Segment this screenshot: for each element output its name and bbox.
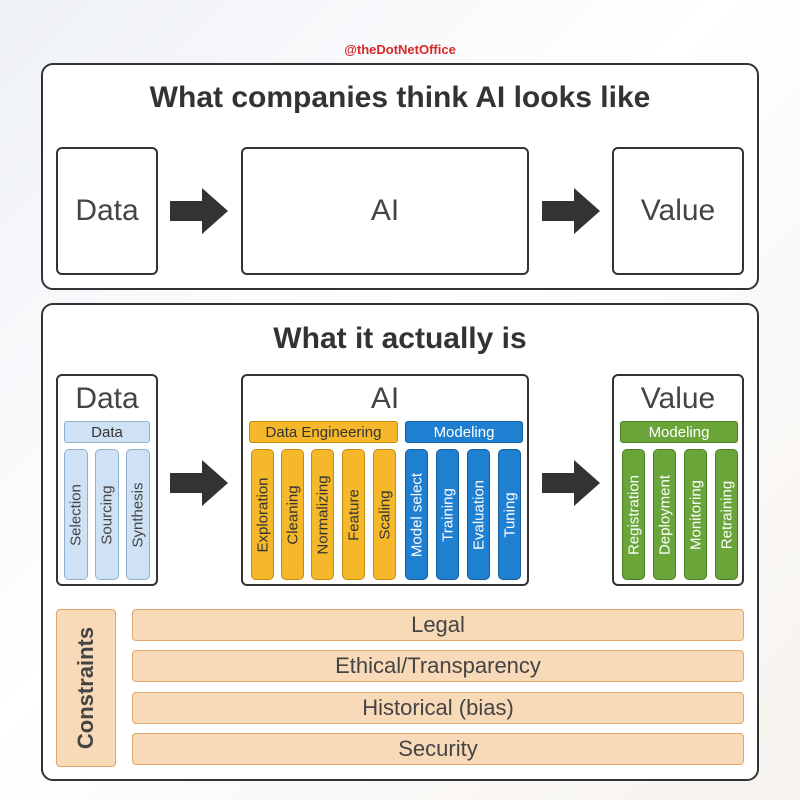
data-category: Data	[64, 421, 150, 443]
data-engineering-category: Data Engineering	[249, 421, 398, 443]
bottom-arrow-1	[170, 460, 228, 506]
top-value-box: Value	[612, 147, 744, 275]
bottom-data-title: Data	[75, 382, 139, 415]
constraint-security: Security	[132, 733, 744, 765]
value-item-deployment: Deployment	[653, 449, 676, 580]
watermark: @theDotNetOffice	[344, 42, 456, 57]
top-arrow-1	[170, 188, 228, 234]
de-item-feature: Feature	[342, 449, 365, 580]
data-item-synthesis: Synthesis	[126, 449, 150, 580]
constraint-historical-bias: Historical (bias)	[132, 692, 744, 724]
value-item-monitoring: Monitoring	[684, 449, 707, 580]
bottom-value-box: Value Modeling Registration Deployment M…	[612, 374, 744, 586]
top-value-label: Value	[640, 194, 716, 227]
mod-item-tuning: Tuning	[498, 449, 521, 580]
top-ai-box: AI	[241, 147, 529, 275]
value-item-retraining: Retraining	[715, 449, 738, 580]
mod-item-training: Training	[436, 449, 459, 580]
bottom-data-box: Data Data Selection Sourcing Synthesis	[56, 374, 158, 586]
bottom-ai-title: AI	[370, 382, 400, 415]
top-arrow-2	[542, 188, 600, 234]
top-data-box: Data	[56, 147, 158, 275]
bottom-title: What it actually is	[273, 322, 527, 355]
de-item-scaling: Scaling	[373, 449, 396, 580]
top-data-label: Data	[75, 194, 139, 227]
constraints-label: Constraints	[73, 626, 98, 750]
de-item-cleaning: Cleaning	[281, 449, 304, 580]
data-item-selection: Selection	[64, 449, 88, 580]
data-item-sourcing: Sourcing	[95, 449, 119, 580]
constraint-ethical-transparency: Ethical/Transparency	[132, 650, 744, 682]
de-item-normalizing: Normalizing	[311, 449, 334, 580]
bottom-arrow-2	[542, 460, 600, 506]
mod-item-model-select: Model select	[405, 449, 428, 580]
constraints-label-box: Constraints	[56, 609, 116, 767]
bottom-ai-box: AI Data Engineering Modeling Exploration…	[241, 374, 529, 586]
top-title: What companies think AI looks like	[149, 81, 651, 114]
bottom-value-title: Value	[640, 382, 716, 415]
mod-item-evaluation: Evaluation	[467, 449, 490, 580]
de-item-exploration: Exploration	[251, 449, 274, 580]
top-ai-label: AI	[370, 194, 400, 227]
modeling-category: Modeling	[405, 421, 523, 443]
constraint-legal: Legal	[132, 609, 744, 641]
value-category: Modeling	[620, 421, 738, 443]
value-item-registration: Registration	[622, 449, 645, 580]
